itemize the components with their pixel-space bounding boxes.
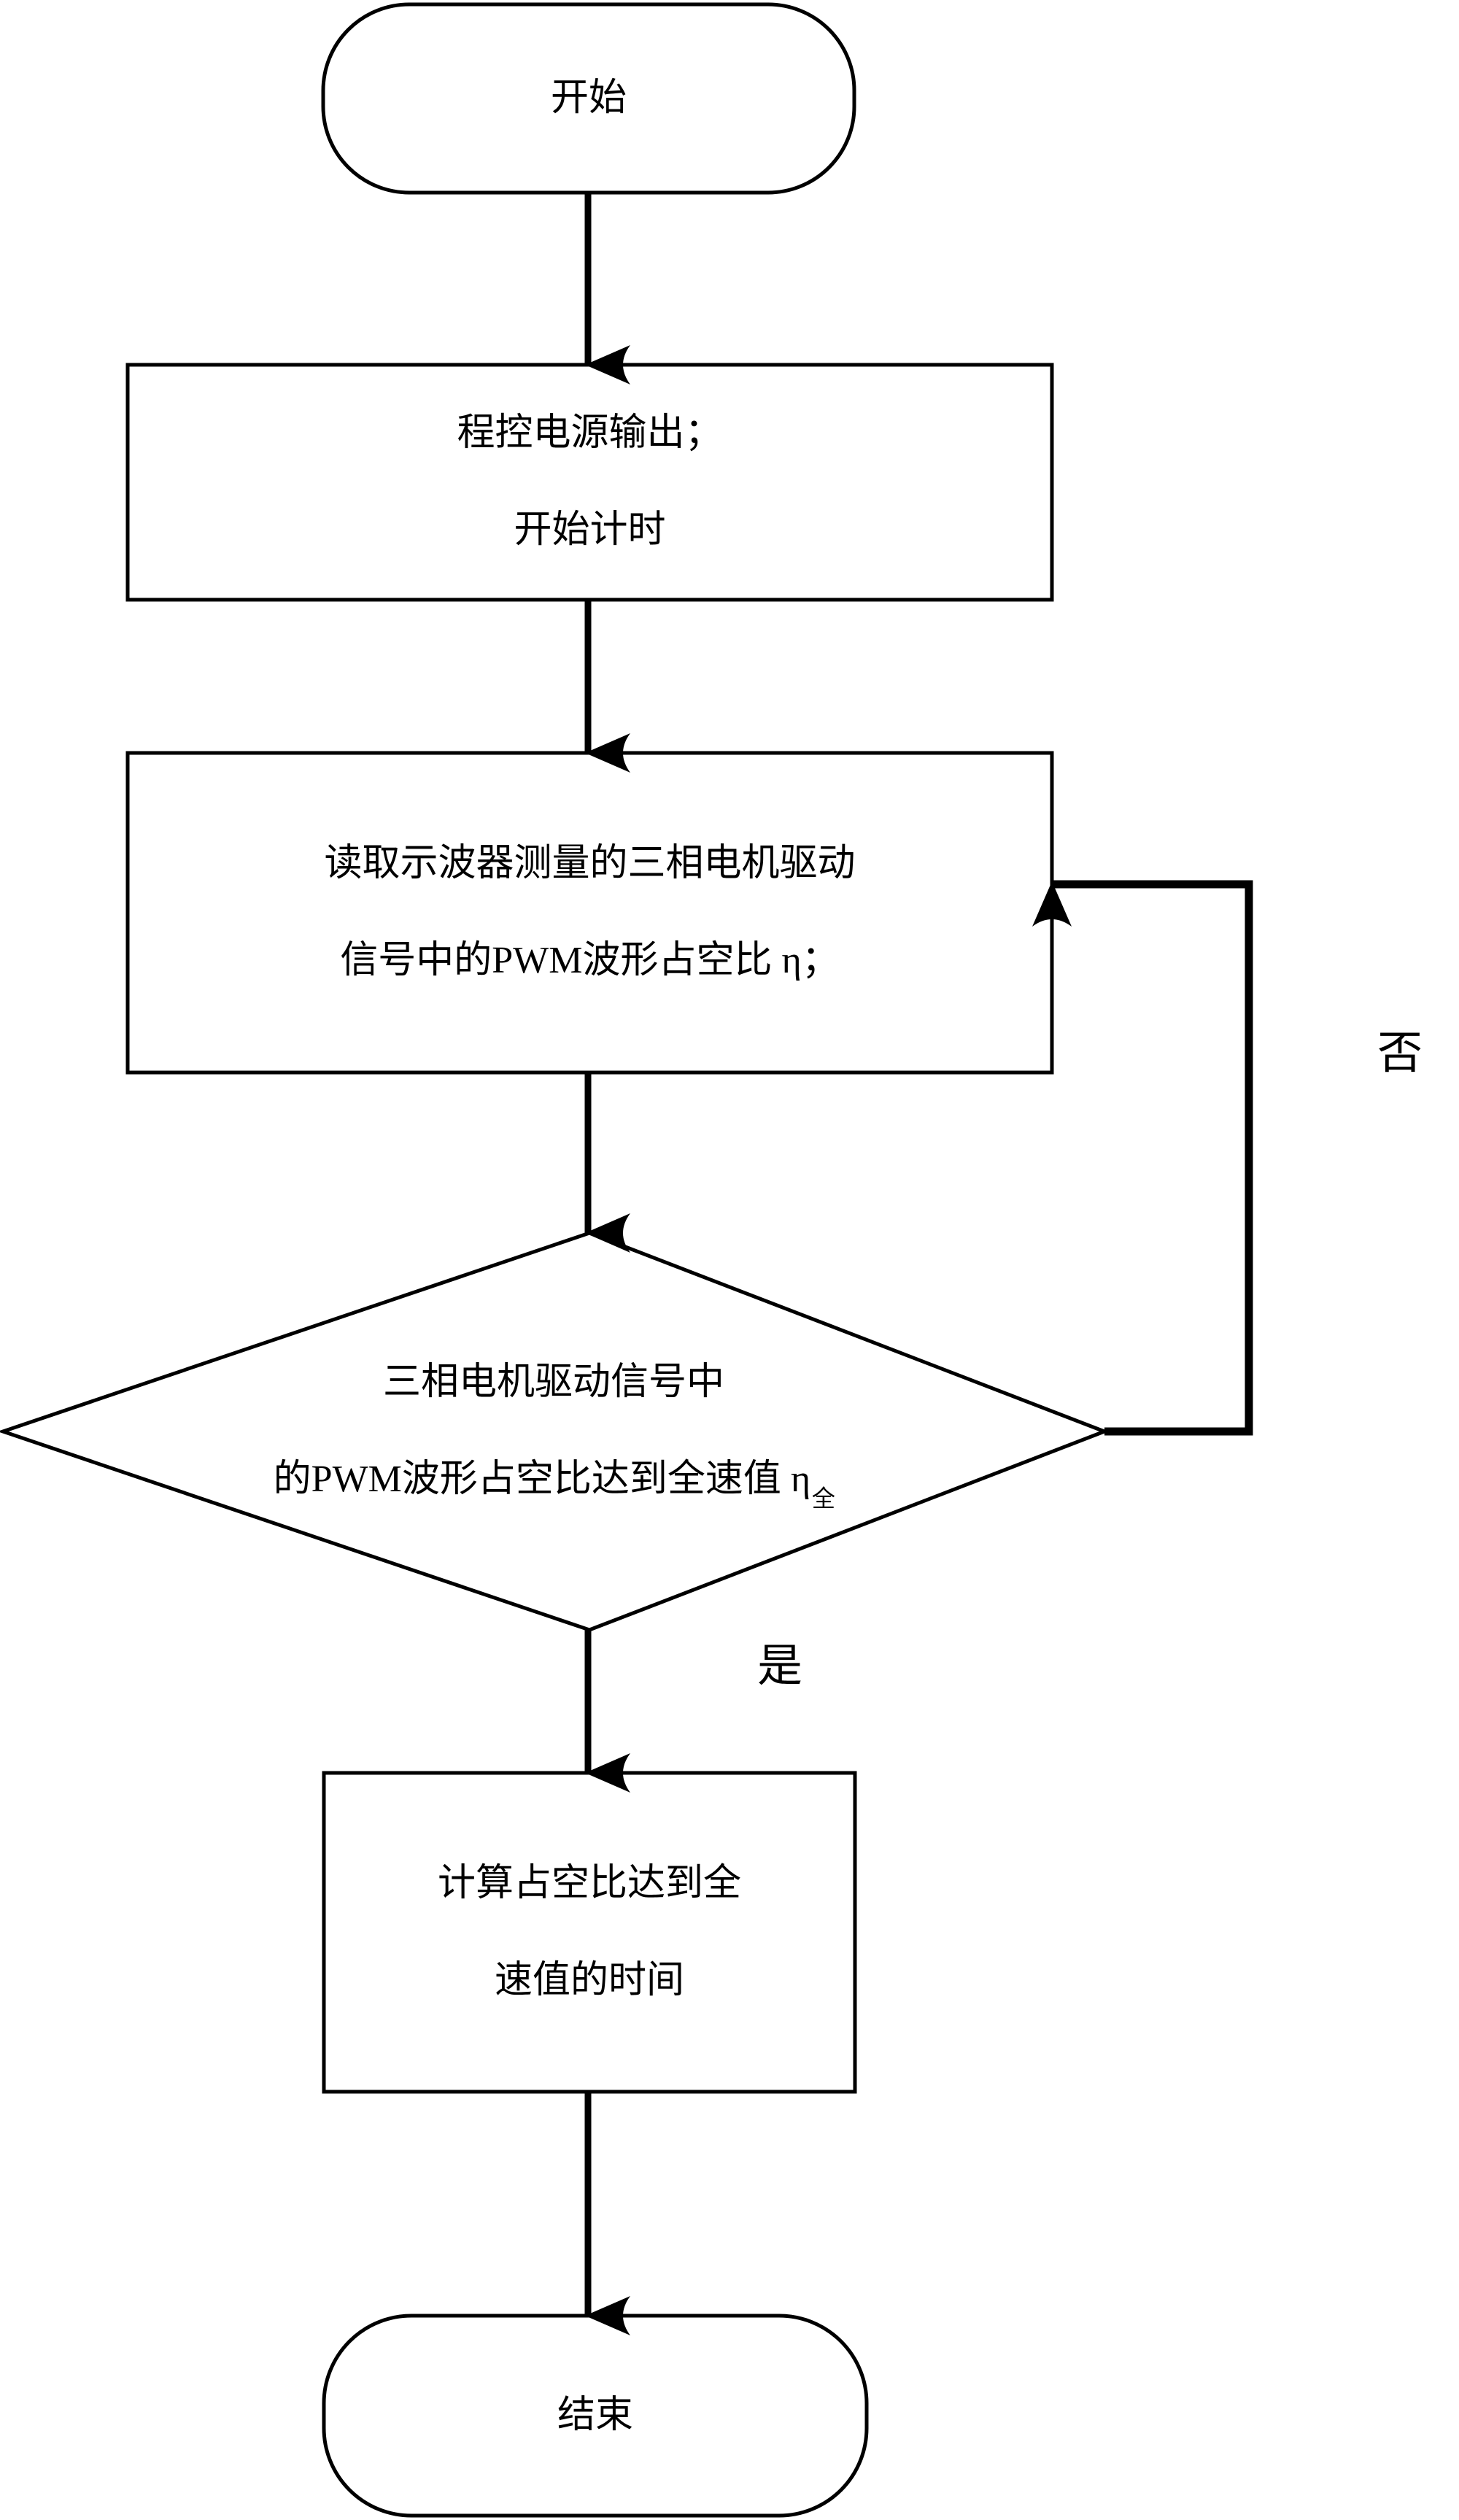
edge-decision-no-loopback [1032, 880, 1253, 1436]
edge-label-yes: 是 [757, 1642, 803, 1691]
start-terminal-shape [321, 2, 856, 195]
power-output-box-shape [125, 363, 1054, 602]
end-terminal-shape [322, 2314, 869, 2518]
calc-time-box-shape [322, 1771, 857, 2094]
read-duty-box-shape [125, 751, 1054, 1075]
decision-diamond-shape [0, 1231, 1110, 1632]
edge-label-no: 否 [1377, 1029, 1423, 1078]
